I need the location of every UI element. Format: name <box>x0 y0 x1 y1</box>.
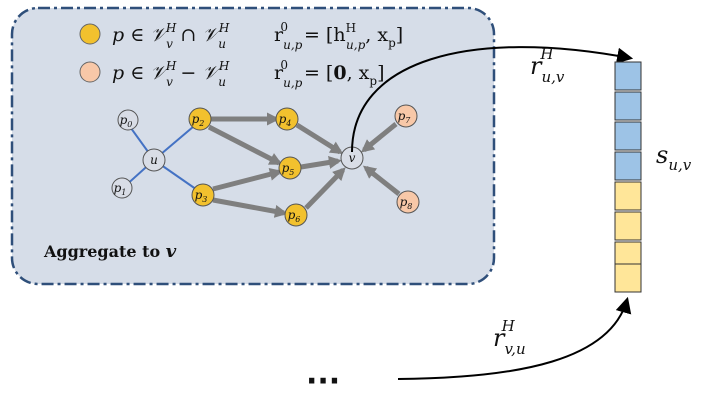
graph-nodes <box>111 104 420 227</box>
node-u <box>142 148 166 172</box>
node-p4 <box>275 107 299 131</box>
label-p5: p5 <box>282 161 295 177</box>
embedding-vector <box>614 61 642 293</box>
legend-yellow-set: p ∈ 𝒱vH∩ 𝒱uH <box>112 21 230 51</box>
ellipsis: ··· <box>306 364 340 399</box>
label-p7: p7 <box>398 109 412 125</box>
node-p5 <box>278 156 302 180</box>
legend-pink-dot <box>79 61 101 83</box>
vector-cell-blue-3 <box>614 121 642 151</box>
r-vu-label: rv,uH <box>493 317 526 358</box>
label-p3: p3 <box>195 188 208 204</box>
vector-cell-yellow-2 <box>614 211 642 241</box>
node-p7 <box>394 104 418 128</box>
legend-pink-rvalue: ru,p0= [0, xp] <box>274 58 384 90</box>
aggregate-label: Aggregate to v <box>43 241 177 262</box>
vector-cell-yellow-4 <box>614 263 642 293</box>
vector-cell-blue-4 <box>614 151 642 181</box>
label-p2: p2 <box>192 112 205 128</box>
node-p0 <box>117 109 139 131</box>
vector-cell-yellow-1 <box>614 181 642 211</box>
vector-cell-blue-2 <box>614 91 642 121</box>
r-uv-label: ru,vH <box>530 45 565 86</box>
label-p6: p6 <box>288 208 301 224</box>
label-p1: p1 <box>114 181 127 197</box>
vector-cell-blue-1 <box>614 61 642 91</box>
node-labels: p0 p1 u p2 p3 p4 p5 p6 v p7 p8 <box>114 109 413 224</box>
s-uv-label: su,v <box>656 141 692 174</box>
node-p1 <box>111 177 133 199</box>
curve-ellipsis-to-vector <box>397 296 632 380</box>
label-v: v <box>349 151 356 165</box>
label-p0: p0 <box>120 113 133 129</box>
aggregation-panel <box>10 6 496 286</box>
label-p4: p4 <box>279 112 292 128</box>
node-p8 <box>396 190 420 214</box>
node-p6 <box>284 203 308 227</box>
node-p2 <box>188 107 212 131</box>
curve-v-to-vector <box>351 46 634 153</box>
label-p8: p8 <box>400 195 413 211</box>
label-u: u <box>150 153 158 167</box>
message-arrows <box>207 112 401 218</box>
legend-pink-set: p ∈ 𝒱vH− 𝒱uH <box>112 59 230 89</box>
node-p3 <box>191 183 215 207</box>
legend-yellow-dot <box>79 23 101 45</box>
